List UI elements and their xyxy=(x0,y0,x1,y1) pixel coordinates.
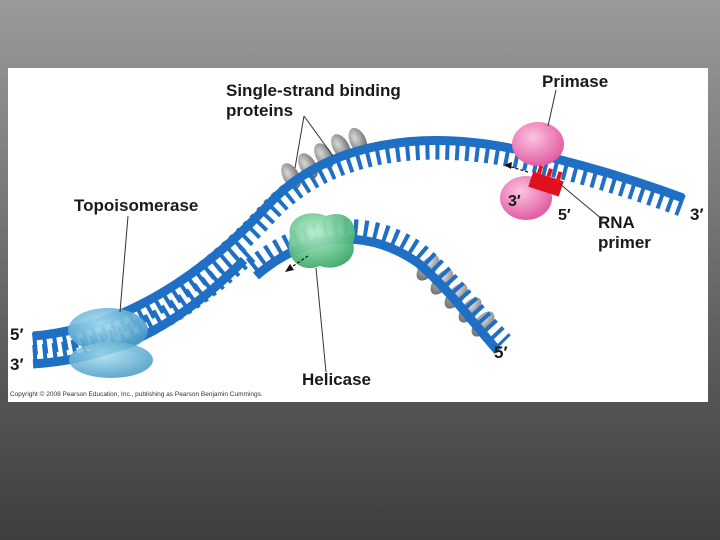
label-leader-lines xyxy=(119,89,604,373)
single-strand-binding-label: Single-strand binding xyxy=(226,81,401,100)
topoisomerase-label: Topoisomerase xyxy=(74,196,198,215)
topoisomerase-protein xyxy=(68,308,153,378)
dna-replication-diagram: Single-strand binding proteins Primase T… xyxy=(10,72,704,398)
rna-label: RNA xyxy=(598,213,635,232)
copyright-text: Copyright © 2008 Pearson Education, Inc.… xyxy=(10,390,263,398)
direction-arrows xyxy=(285,162,529,272)
figure-panel: Single-strand binding proteins Primase T… xyxy=(8,68,708,402)
right-top-end-label: 3′ xyxy=(690,205,704,224)
left-bottom-end-label: 3′ xyxy=(10,355,24,374)
lower-right-end-label: 5′ xyxy=(494,343,508,362)
helicase-protein xyxy=(288,213,355,269)
left-top-end-label: 5′ xyxy=(10,325,24,344)
primer-5-end-label: 5′ xyxy=(558,207,571,224)
helicase-label: Helicase xyxy=(302,370,371,389)
primase-label: Primase xyxy=(542,72,608,91)
proteins-label: proteins xyxy=(226,101,293,120)
primer-3-end-label: 3′ xyxy=(508,193,521,210)
rna-primer xyxy=(528,165,564,197)
primer-label: primer xyxy=(598,233,651,252)
